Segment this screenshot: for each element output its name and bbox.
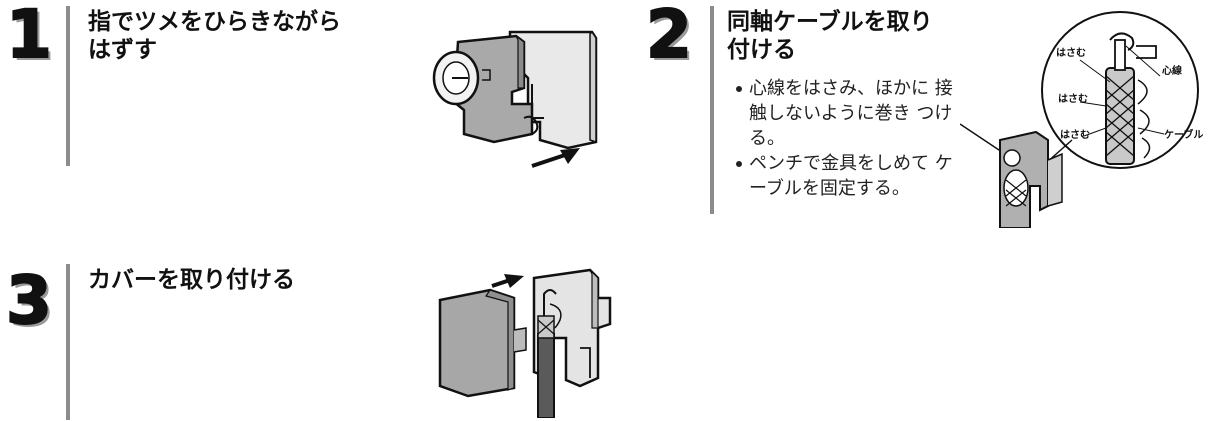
- label-hasamu-2: はさむ: [1058, 93, 1088, 105]
- step-2-title: 同軸ケーブルを取り 付ける: [727, 8, 933, 64]
- step-number-2: 2: [645, 0, 693, 73]
- step-1-illustration: [432, 30, 598, 168]
- step-1-title-line2: はずす: [88, 37, 157, 63]
- step-3-title: カバーを取り付ける: [88, 266, 295, 294]
- step-number-1: 1: [5, 0, 53, 73]
- step-2-rule: [710, 6, 714, 214]
- coax-cable: [537, 333, 555, 418]
- step-2-title-line2: 付ける: [727, 37, 796, 63]
- instruction-item: ペンチで金具をしめて ケーブルを固定する。: [735, 151, 970, 201]
- label-cable: ケーブル: [1164, 128, 1203, 141]
- step-2-instructions: 心線をはさみ、ほかに 接触しないように巻き つける。 ペンチで金具をしめて ケー…: [735, 76, 970, 201]
- step-3-title-line1: カバーを取り付ける: [88, 267, 295, 293]
- label-hasamu-3: はさむ: [1060, 129, 1090, 141]
- instruction-item: 心線をはさみ、ほかに 接触しないように巻き つける。: [735, 76, 970, 151]
- arrow-head-icon: [560, 148, 580, 164]
- step-1-rule: [66, 6, 70, 166]
- step-1-title-line1: 指でツメをひらきながら: [88, 9, 341, 35]
- pull-arrow: [531, 152, 569, 168]
- step-3-illustration: [438, 268, 612, 418]
- step-3-rule: [66, 264, 70, 420]
- step-1-title: 指でツメをひらきながら はずす: [88, 8, 341, 64]
- cover-part: [438, 288, 516, 398]
- arrow-head-icon: [504, 274, 524, 288]
- step-number-3: 3: [5, 262, 53, 339]
- step-2-title-line1: 同軸ケーブルを取り: [727, 9, 933, 35]
- label-hasamu-1: はさむ: [1056, 47, 1086, 59]
- label-core-wire: 心線: [1162, 64, 1182, 77]
- step-2-illustration: はさむ 心線 はさむ はさむ ケーブル: [960, 11, 1203, 228]
